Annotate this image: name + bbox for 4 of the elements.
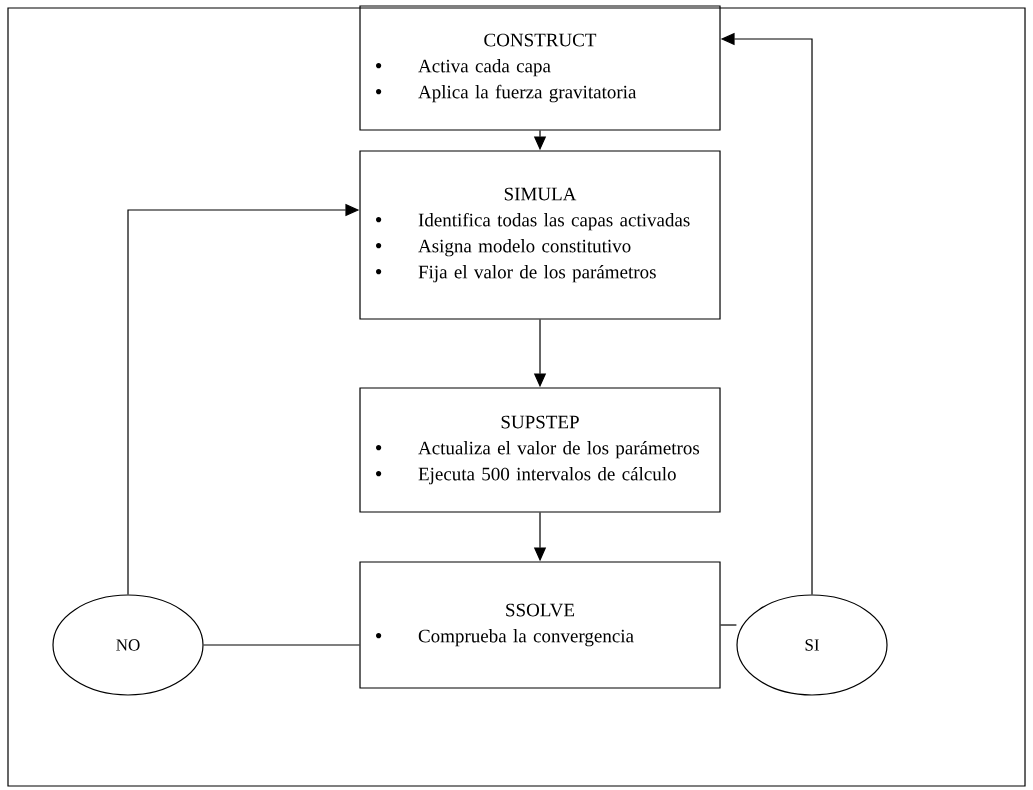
process-box: SUPSTEP Actualiza el valor de los parámetros Ejecuta 500 intervalos de cálculo [359, 387, 721, 513]
process-box: CONSTRUCT Activa cada capa Aplica la fuerza gravitatoria [359, 5, 721, 131]
process-box: SSOLVE Comprueba la convergencia [359, 561, 721, 689]
process-box: SIMULA Identifica todas las capas activadas Asigna modelo constitutivo Fija el valor de los parámetros [359, 150, 721, 320]
